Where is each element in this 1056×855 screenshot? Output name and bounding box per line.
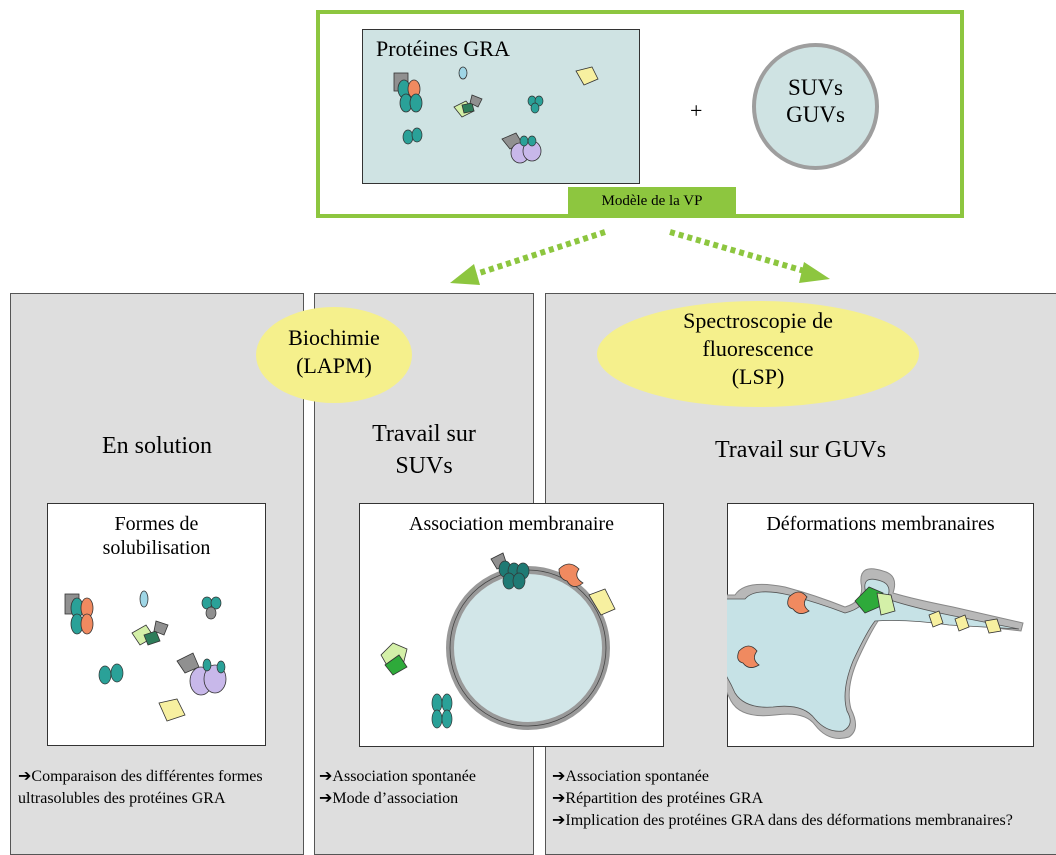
bullet-item: ➔Répartition des protéines GRA [552, 788, 1052, 810]
protein-title: Protéines GRA [376, 36, 510, 61]
bullets-solution: ➔Comparaison des différentes formes ultr… [18, 766, 298, 810]
ellipse-line: Biochimie [288, 325, 380, 350]
protein-cluster-a [393, 72, 423, 113]
heading-line: SUVs [395, 453, 453, 479]
heading-solution: En solution [101, 433, 212, 459]
bullet-text: Implication des protéines GRA dans des d… [565, 812, 1013, 829]
ellipse-spectroscopie-label: Spectroscopie de fluorescence (LSP) [597, 307, 919, 391]
vesicle-circle [752, 43, 879, 170]
ellipse-spectroscopie [597, 301, 919, 407]
protein-cluster-b [453, 94, 483, 118]
bullets-guvs: ➔Association spontanée ➔Répartition des … [552, 766, 1052, 832]
bullets-suvs: ➔Association spontanée ➔Mode d’associati… [319, 766, 534, 810]
ellipse-biochimie-label: Biochimie (LAPM) [256, 324, 412, 380]
figure-title-line: solubilisation [102, 537, 211, 559]
arrow-right-icon: ➔ [18, 768, 32, 785]
heading-guvs: Travail sur GUVs [714, 437, 887, 463]
ellipse-line: fluorescence [702, 336, 814, 361]
vesicle-line: SUVs [788, 75, 843, 100]
figure-title-solution: Formes de solubilisation [47, 512, 266, 560]
bullet-item: ➔Association spontanée [552, 766, 1052, 788]
protein-cluster-illustration [393, 66, 599, 164]
heading-suvs: Travail sur SUVs [314, 418, 534, 482]
plus-sign: + [690, 98, 703, 123]
vesicle-line: GUVs [786, 102, 845, 127]
bullet-text: Répartition des protéines GRA [565, 790, 764, 807]
bullet-text: Comparaison des différentes formes ultra… [18, 768, 263, 807]
figure-title-suvs: Association membranaire [409, 513, 614, 535]
model-label: Modèle de la VP [568, 187, 736, 215]
figure-title-guvs: Déformations membranaires [766, 513, 995, 535]
ellipse-line: (LAPM) [296, 353, 372, 378]
bullet-text: Association spontanée [332, 768, 476, 785]
bullet-text: Association spontanée [565, 768, 709, 785]
ellipse-line: (LSP) [731, 364, 785, 389]
bullet-item: ➔Mode d’association [319, 788, 534, 810]
dashed-arrows [450, 229, 830, 285]
suv-illustration [380, 552, 616, 730]
vesicle-label: SUVs GUVs [752, 74, 879, 128]
ellipse-line: Spectroscopie de [683, 308, 833, 333]
protein-oval [458, 66, 468, 80]
protein-cluster-d [402, 127, 423, 145]
heading-line: Travail sur [372, 421, 476, 447]
arrow-right-icon: ➔ [552, 812, 566, 829]
figure-title-line: Formes de [114, 513, 199, 535]
protein-cluster-e [501, 132, 542, 164]
protein-cluster-c [527, 95, 544, 114]
arrow-right-icon: ➔ [552, 768, 566, 785]
bullet-item: ➔Comparaison des différentes formes ultr… [18, 766, 298, 810]
bullet-item: ➔Association spontanée [319, 766, 534, 788]
arrow-right-icon: ➔ [319, 768, 333, 785]
arrow-left [450, 229, 606, 285]
arrow-right [669, 229, 830, 283]
solubilisation-illustration [64, 590, 227, 722]
arrow-right-icon: ➔ [552, 790, 566, 807]
arrow-right-icon: ➔ [319, 790, 333, 807]
guv-illustration [727, 568, 1024, 739]
protein-yellow [575, 66, 599, 86]
bullet-item: ➔Implication des protéines GRA dans des … [552, 810, 1052, 832]
bullet-text: Mode d’association [332, 790, 459, 807]
ellipse-biochimie [256, 307, 412, 403]
